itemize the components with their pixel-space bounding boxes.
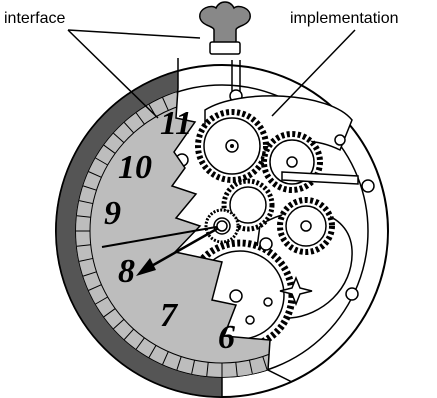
tear-edge	[170, 58, 293, 383]
minute-tick	[95, 157, 108, 166]
minute-tick	[76, 244, 91, 247]
minute-tick	[82, 185, 97, 191]
watch-hands	[101, 220, 228, 276]
minute-tick	[135, 112, 145, 125]
numeral-6: 6	[218, 319, 235, 356]
numeral-8: 8	[118, 253, 135, 290]
minute-tick	[103, 308, 116, 318]
minute-tick	[235, 362, 238, 377]
gear-icon	[195, 109, 269, 183]
minute-tick	[123, 122, 135, 134]
minute-tick	[176, 356, 182, 371]
minute-tick	[79, 200, 93, 205]
minute-tick	[79, 257, 93, 262]
crown-icon	[199, 1, 251, 55]
gear-icon	[277, 197, 335, 255]
minute-tick	[248, 360, 253, 374]
minute-hand	[101, 225, 223, 248]
hour-hand	[147, 224, 223, 270]
gear-icon	[221, 178, 275, 232]
dial-numerals: 11 10 9 8 7 6	[104, 105, 235, 356]
numeral-7: 7	[160, 297, 179, 334]
minute-tick	[262, 356, 268, 371]
minute-tick	[95, 296, 108, 305]
minute-tick	[88, 284, 102, 291]
minute-tick	[148, 345, 157, 358]
watch-movement	[175, 60, 375, 351]
implementation-label: implementation	[290, 10, 399, 27]
interface-leader	[67, 29, 159, 119]
minute-tick	[135, 337, 145, 350]
star-icon	[279, 275, 313, 307]
arrow-icon	[136, 258, 156, 276]
minute-tick	[123, 328, 135, 340]
minute-tick	[162, 351, 169, 365]
minute-tick	[103, 144, 116, 154]
interface-leader	[67, 29, 201, 39]
minute-tick	[162, 97, 169, 111]
numeral-9: 9	[104, 195, 121, 232]
minute-tick	[82, 271, 97, 277]
minute-tick	[206, 362, 209, 377]
numeral-11: 11	[160, 105, 192, 142]
annotations: interface implementation	[4, 10, 399, 119]
minute-tick	[76, 215, 91, 218]
numeral-10: 10	[118, 149, 152, 186]
minute-tick	[88, 171, 102, 178]
implementation-leader	[271, 29, 356, 117]
interface-label: interface	[4, 10, 65, 27]
minute-tick	[113, 132, 125, 144]
minute-tick	[113, 318, 125, 330]
minute-tick	[191, 360, 196, 374]
